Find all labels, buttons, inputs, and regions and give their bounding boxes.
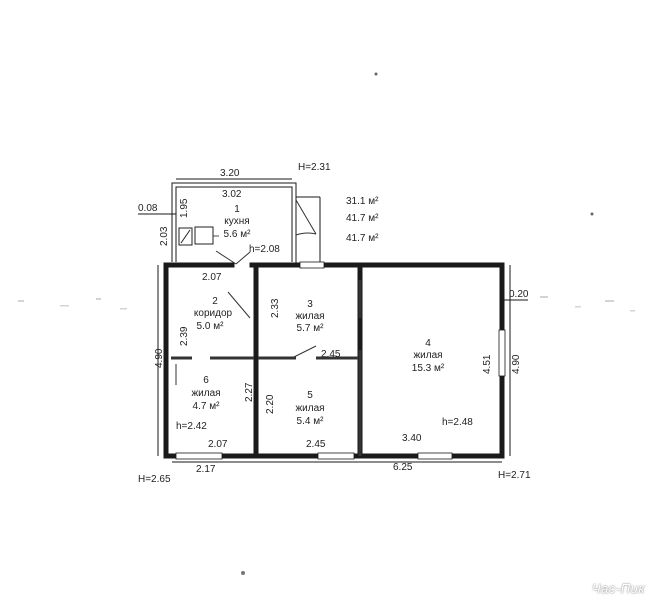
room-5-number: 5 [307, 390, 313, 401]
room-2-number: 2 [212, 296, 218, 307]
room-2-name: коридор [194, 308, 233, 319]
room-5-label: 5 жилая 5.4 м² [295, 390, 324, 427]
dim-2-45-mid: 2.45 [321, 349, 341, 360]
room-5-area: 5.4 м² [297, 416, 325, 427]
height-room-4: h=2.48 [442, 417, 473, 428]
windows [175, 261, 506, 460]
room-1-number: 1 [234, 204, 240, 215]
dim-2-45-bottom: 2.45 [306, 439, 326, 450]
height-room-6: h=2.42 [176, 421, 207, 432]
watermark-logo: Час-Пик [591, 581, 645, 596]
dim-2-27: 2.27 [244, 382, 255, 402]
room-1-label: 1 кухня 5.6 м² [224, 204, 252, 240]
wall-thickness-right: 0.20 [509, 289, 529, 300]
room-1-area: 5.6 м² [224, 229, 252, 240]
total-area-3: 41.7 м² [346, 233, 379, 244]
height-label-bottom-left: H=2.65 [138, 474, 171, 485]
room-4-label: 4 жилая 15.3 м² [412, 338, 445, 374]
dim-2-20: 2.20 [265, 394, 276, 414]
wall-thickness-left: 0.08 [138, 203, 158, 214]
dim-2-33: 2.33 [270, 298, 281, 318]
height-label-top-right: H=2.31 [298, 162, 331, 173]
room-4-number: 4 [425, 338, 431, 349]
sink-icon [194, 226, 214, 245]
room-3-area: 5.7 м² [297, 323, 325, 334]
height-kitchen: h=2.08 [249, 244, 280, 255]
room-3-name: жилая [295, 311, 324, 322]
room-6-number: 6 [203, 375, 209, 386]
room-2-label: 2 коридор 5.0 м² [194, 296, 233, 332]
dim-2-39: 2.39 [179, 326, 190, 346]
dim-2-07-kitchen: 2.07 [202, 272, 222, 283]
dim-4-90-left: 4.90 [154, 348, 165, 368]
dim-4-51: 4.51 [482, 354, 493, 374]
dim-3-40: 3.40 [402, 433, 422, 444]
dim-4-90-right: 4.90 [511, 354, 522, 374]
height-label-bottom-right: H=2.71 [498, 470, 531, 481]
dim-2-17: 2.17 [196, 464, 216, 475]
room-2-area: 5.0 м² [197, 321, 225, 332]
room-6-label: 6 жилая 4.7 м² [191, 375, 220, 412]
room-3-number: 3 [307, 299, 313, 310]
stove-icon [178, 227, 193, 246]
total-area-2: 41.7 м² [346, 213, 379, 224]
room-6-name: жилая [191, 388, 220, 399]
room-5-name: жилая [295, 403, 324, 414]
partitions [171, 280, 362, 456]
dim-1-95: 1.95 [179, 198, 190, 218]
dim-3-20: 3.20 [220, 168, 240, 179]
room-4-name: жилая [413, 350, 442, 361]
dim-6-25: 6.25 [393, 462, 413, 473]
room-3-label: 3 жилая 5.7 м² [295, 299, 324, 334]
room-1-name: кухня [224, 216, 249, 227]
dim-2-03: 2.03 [159, 226, 170, 246]
scan-noise [18, 72, 635, 575]
room-6-area: 4.7 м² [193, 401, 221, 412]
total-area-1: 31.1 м² [346, 196, 379, 207]
dim-3-02: 3.02 [222, 189, 242, 200]
kitchen-block [171, 182, 321, 265]
room-4-area: 15.3 м² [412, 363, 445, 374]
dim-2-07-bottom: 2.07 [208, 439, 228, 450]
